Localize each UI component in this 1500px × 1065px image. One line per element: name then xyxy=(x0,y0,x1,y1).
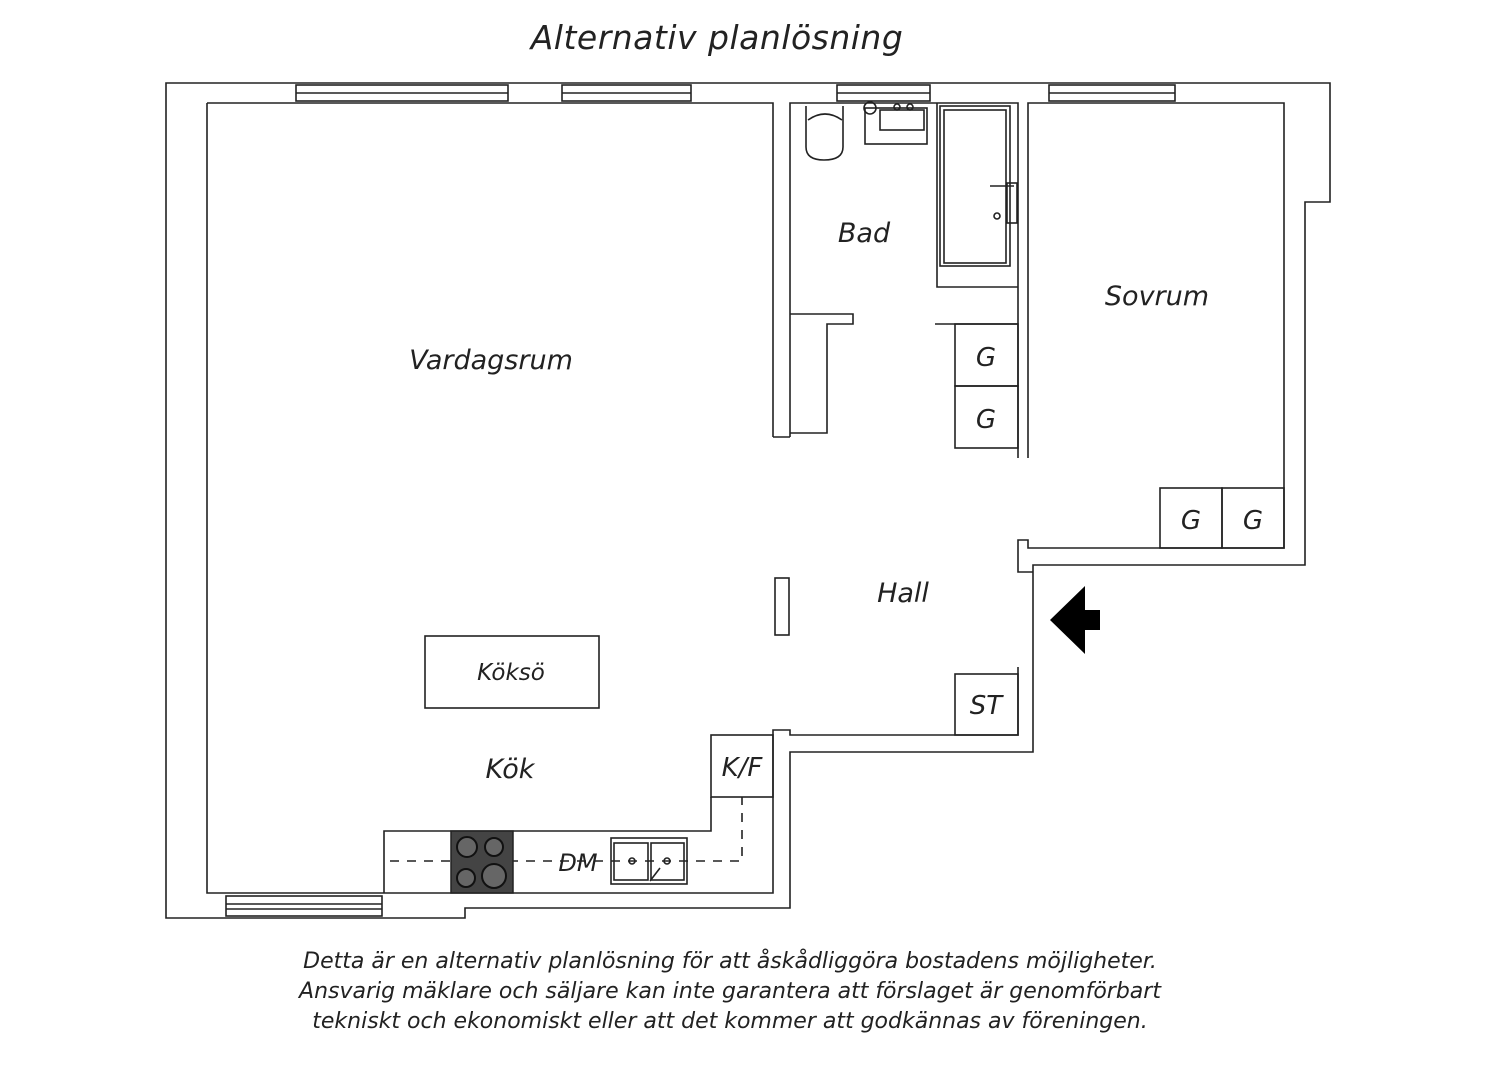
storage-label-st: ST xyxy=(970,691,1005,721)
window-bottom xyxy=(225,895,383,917)
appliance-label-dm: DM xyxy=(558,849,597,877)
disclaimer: Detta är en alternativ planlösning för a… xyxy=(230,947,1230,1037)
hall-pillar xyxy=(774,577,790,636)
kitchen-counter xyxy=(383,797,712,893)
wardrobe-label-1: G xyxy=(976,343,996,373)
stove xyxy=(450,830,514,894)
wardrobe-label-4: G xyxy=(1243,506,1263,536)
room-label-hall: Hall xyxy=(877,578,929,609)
bad-wall-lower xyxy=(773,313,854,438)
wardrobe-2 xyxy=(954,385,1019,449)
entrance-arrow-icon xyxy=(1050,586,1100,654)
room-label-bad: Bad xyxy=(838,218,891,249)
room-label-sovrum: Sovrum xyxy=(1105,281,1209,312)
storage-label-kf: K/F xyxy=(722,753,764,783)
outer-wall-outer-line xyxy=(165,82,1331,919)
wardrobe-label-3: G xyxy=(1181,506,1201,536)
kitchen-island xyxy=(424,635,600,709)
dashed-counter-line xyxy=(390,797,743,862)
disclaimer-line-1: Detta är en alternativ planlösning för a… xyxy=(303,949,1157,974)
disclaimer-line-2: Ansvarig mäklare och säljare kan inte ga… xyxy=(299,979,1161,1004)
wardrobe-4 xyxy=(1221,487,1285,549)
room-label-koksö: Köksö xyxy=(477,660,545,686)
room-label-vardagsrum: Vardagsrum xyxy=(409,345,573,376)
outer-wall-inner-line xyxy=(206,102,1285,894)
toilet xyxy=(805,106,844,161)
wardrobe-label-2: G xyxy=(976,405,996,435)
bathroom-sink xyxy=(864,107,928,145)
disclaimer-line-3: tekniskt och ekonomiskt eller att det ko… xyxy=(312,1009,1148,1034)
storage-cupboard xyxy=(954,673,1019,736)
room-label-kok: Kök xyxy=(486,754,536,785)
plan-title: Alternativ planlösning xyxy=(530,18,904,57)
